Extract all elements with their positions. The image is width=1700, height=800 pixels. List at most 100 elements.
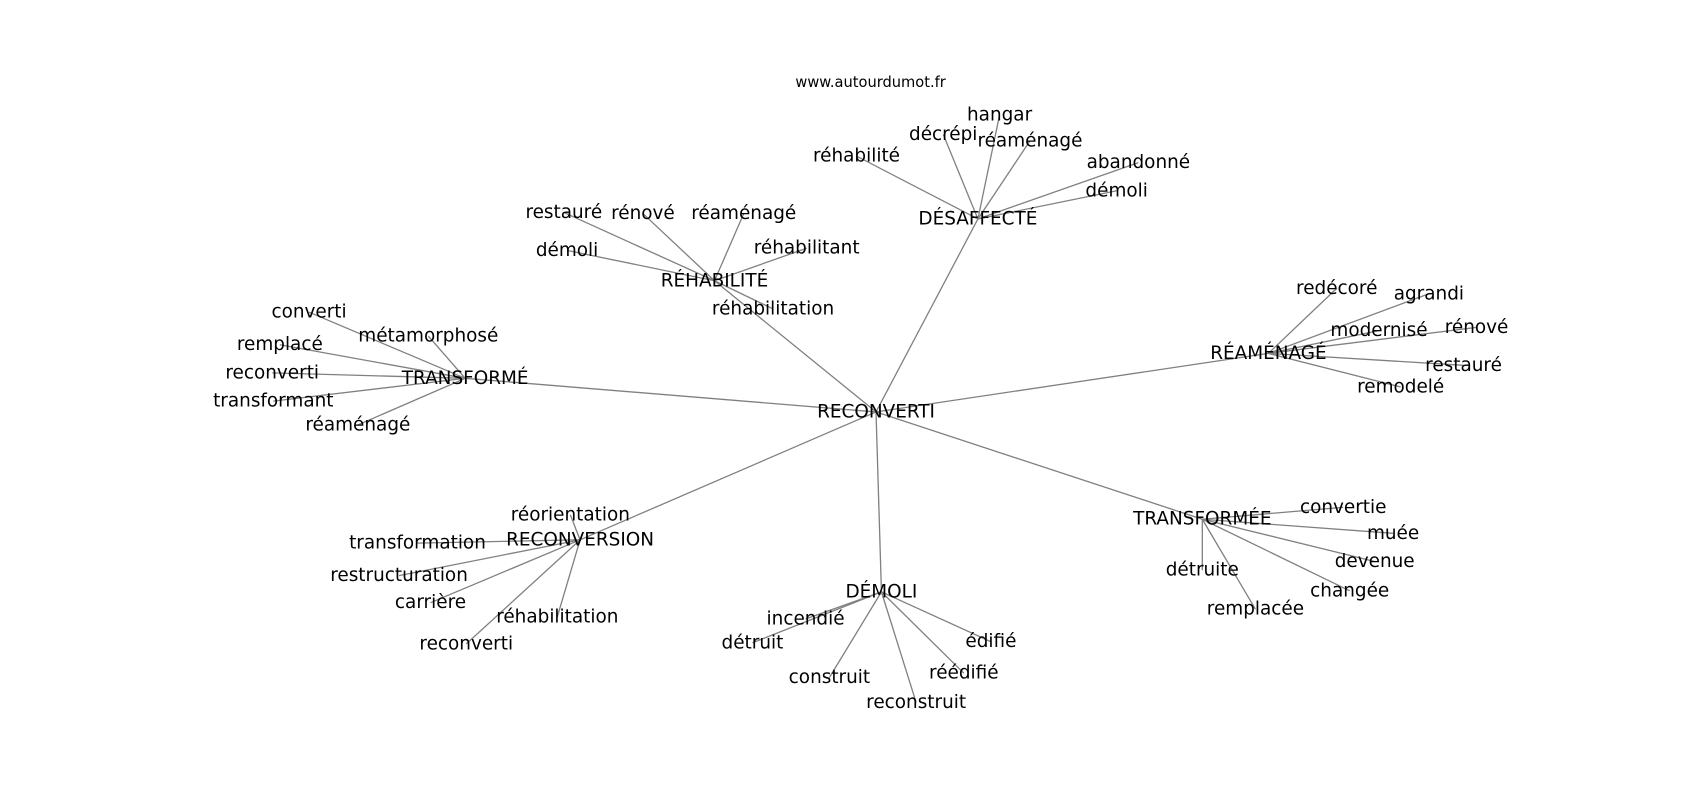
edge-hub-leaf — [642, 213, 715, 282]
leaf-word-node[interactable]: carrière — [395, 592, 466, 613]
leaf-word-node[interactable]: construit — [789, 667, 870, 688]
edge-hub-leaf — [556, 539, 581, 617]
leaf-word-node[interactable]: métamorphosé — [358, 326, 498, 347]
hub-word-node[interactable]: RÉAMÉNAGÉ — [1210, 342, 1326, 364]
leaf-word-node[interactable]: édifié — [965, 631, 1016, 652]
site-title: www.autourdumot.fr — [795, 74, 946, 91]
leaf-word-node[interactable]: modernisé — [1330, 320, 1427, 341]
leaf-word-node[interactable]: remplacé — [237, 334, 323, 355]
edge-hub-leaf — [308, 311, 466, 379]
leaf-word-node[interactable]: décrépi — [909, 124, 977, 145]
leaf-word-node[interactable]: abandonné — [1087, 152, 1191, 173]
leaf-word-node[interactable]: rénové — [611, 203, 675, 224]
edge-hub-leaf — [1267, 287, 1338, 354]
edge-hub-leaf — [1202, 518, 1351, 592]
edge-hub-leaf — [752, 591, 882, 644]
edge-hub-leaf — [714, 280, 774, 310]
edge-hub-leaf — [880, 591, 965, 674]
edge-center-hub — [875, 411, 1203, 520]
leaf-word-node[interactable]: transformation — [349, 533, 486, 554]
leaf-word-node[interactable]: réhabilitant — [754, 238, 860, 259]
leaf-word-node[interactable]: muée — [1367, 523, 1419, 544]
leaf-word-node[interactable]: transformant — [213, 391, 333, 412]
hub-word-node[interactable]: RÉHABILITÉ — [661, 269, 768, 291]
edge-center-hub — [875, 411, 883, 592]
edge-hub-leaf — [977, 190, 1117, 220]
edge-hub-leaf — [1268, 352, 1401, 388]
edge-center-hub — [714, 280, 877, 413]
leaf-word-node[interactable]: réhabilitation — [712, 298, 834, 319]
leaf-word-node[interactable]: reconverti — [225, 362, 319, 383]
leaf-word-node[interactable]: réhabilitation — [496, 606, 618, 627]
edge-hub-leaf — [881, 591, 992, 643]
leaf-word-node[interactable]: convertie — [1300, 497, 1387, 518]
edge-hub-leaf — [279, 344, 466, 379]
edge-hub-leaf — [1201, 518, 1256, 610]
edge-hub-leaf — [1268, 352, 1464, 366]
edge-hub-leaf — [430, 539, 581, 604]
edge-hub-leaf — [977, 140, 1031, 220]
leaf-word-node[interactable]: reconverti — [419, 633, 513, 654]
leaf-word-node[interactable]: détruit — [722, 632, 784, 653]
edge-center-hub — [579, 411, 877, 541]
edge-hub-leaf — [273, 377, 466, 402]
hub-word-node[interactable]: DÉMOLI — [846, 580, 918, 602]
edge-hub-leaf — [465, 539, 581, 645]
leaf-word-node[interactable]: incendié — [767, 608, 845, 629]
leaf-word-node[interactable]: démoli — [536, 240, 598, 261]
edge-hub-leaf — [563, 211, 715, 282]
hub-word-node[interactable]: TRANSFORMÉE — [1132, 508, 1271, 530]
edges — [272, 114, 1477, 703]
leaf-word-node[interactable]: réaménagé — [691, 203, 796, 224]
edge-hub-leaf — [856, 155, 979, 220]
leaf-word-node[interactable]: hangar — [967, 104, 1033, 125]
edge-hub-leaf — [1268, 326, 1477, 355]
leaf-word-node[interactable]: réhabilité — [813, 146, 900, 167]
leaf-word-node[interactable]: reconstruit — [866, 692, 966, 713]
edge-hub-leaf — [417, 539, 581, 544]
leaf-word-node[interactable]: restauré — [525, 202, 602, 223]
edge-hub-leaf — [272, 372, 466, 379]
leaf-word-node[interactable]: restructuration — [330, 565, 468, 586]
edge-hub-leaf — [1268, 329, 1380, 355]
edge-center-hub — [465, 377, 877, 413]
leaf-word-node[interactable]: réédifié — [929, 663, 999, 684]
leaf-word-node[interactable]: converti — [271, 302, 346, 323]
leaf-word-node[interactable]: remodelé — [1357, 376, 1444, 397]
edge-hub-leaf — [357, 377, 466, 426]
leaf-word-node[interactable]: détruite — [1166, 560, 1239, 581]
edge-hub-leaf — [828, 591, 882, 678]
leaf-word-node[interactable]: réaménagé — [305, 414, 410, 435]
edge-hub-leaf — [713, 213, 745, 282]
edge-hub-leaf — [1202, 518, 1375, 563]
edge-hub-leaf — [427, 335, 466, 379]
leaf-word-node[interactable]: devenue — [1335, 551, 1415, 572]
edge-hub-leaf — [714, 247, 807, 282]
leaf-word-node[interactable]: agrandi — [1394, 283, 1464, 304]
edge-hub-leaf — [1202, 506, 1344, 520]
edge-hub-leaf — [977, 114, 1001, 220]
edge-hub-leaf — [1268, 293, 1430, 354]
hub-word-node[interactable]: DÉSAFFECTÉ — [918, 207, 1037, 229]
edge-hub-leaf — [1202, 518, 1394, 534]
leaf-word-node[interactable]: redécoré — [1296, 278, 1377, 299]
leaf-word-node[interactable]: restauré — [1425, 355, 1502, 376]
edge-hub-leaf — [398, 539, 581, 577]
leaf-word-node[interactable]: rénové — [1445, 317, 1509, 338]
leaf-word-node[interactable]: remplacée — [1207, 599, 1304, 620]
edge-center-hub — [875, 352, 1269, 413]
leaf-word-node[interactable]: changée — [1310, 580, 1389, 601]
leaf-word-node[interactable]: réaménagé — [977, 130, 1082, 151]
hub-word-node[interactable]: TRANSFORMÉ — [401, 367, 529, 389]
labels: RECONVERTI DÉSAFFECTÉ réhabilité décrépihan… — [213, 104, 1508, 713]
edge-hub-leaf — [880, 591, 917, 703]
hub-word-node[interactable]: RECONVERSION — [506, 529, 654, 550]
edge-hub-leaf — [569, 514, 581, 541]
leaf-word-node[interactable]: démoli — [1085, 180, 1147, 201]
edge-center-hub — [875, 218, 979, 413]
edge-hub-leaf — [566, 249, 715, 282]
leaf-word-node[interactable]: réorientation — [511, 504, 630, 525]
center-word-node[interactable]: RECONVERTI — [817, 401, 935, 422]
